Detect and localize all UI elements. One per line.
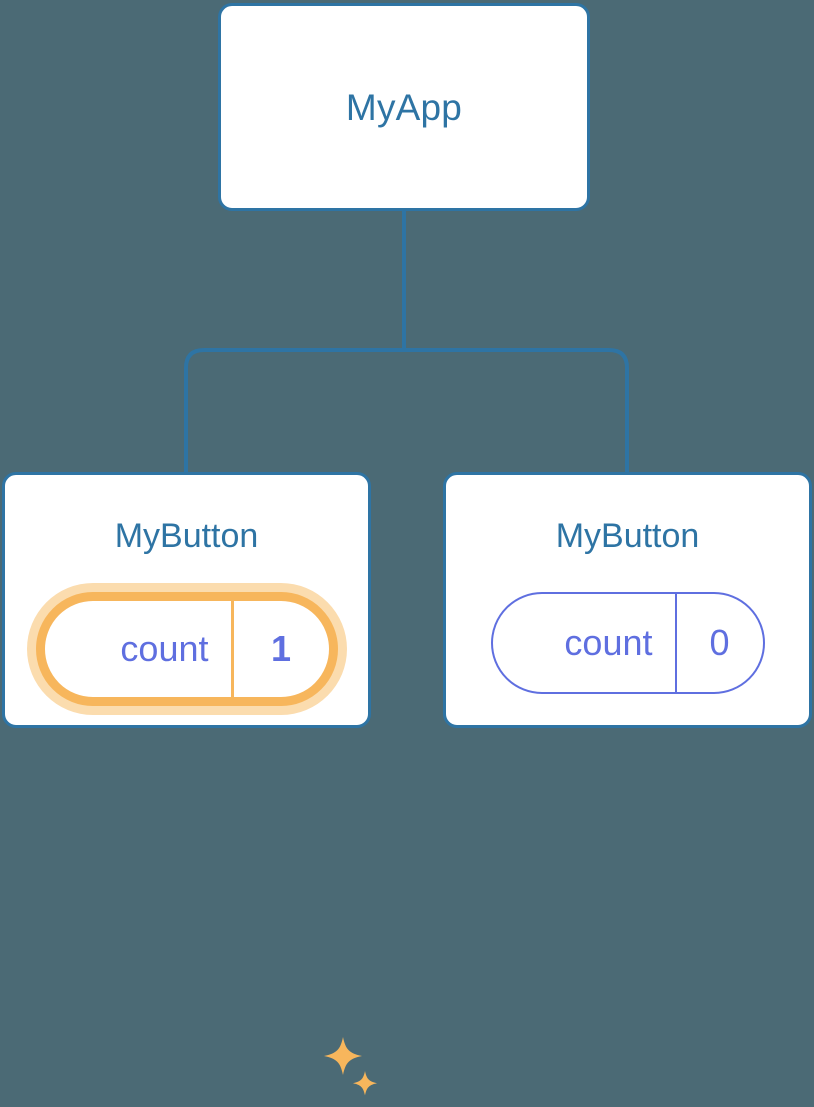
state-key-1: count (120, 628, 209, 669)
sparkle-icon-small (353, 1071, 377, 1096)
state-value-1: 1 (230, 601, 329, 697)
node-child-1-label: MyButton (114, 517, 259, 555)
state-pill-wrap-2: count 0 (446, 592, 809, 694)
node-child-mybutton-2[interactable]: MyButton count 0 (443, 472, 812, 728)
state-value-2: 0 (674, 594, 763, 692)
state-pill-2[interactable]: count 0 (490, 592, 765, 694)
sparkle-icon-large (324, 1037, 362, 1075)
node-root-myapp[interactable]: MyApp (218, 3, 590, 211)
connector-branch-bus (184, 348, 629, 480)
node-child-2-label: MyButton (555, 517, 700, 555)
state-key-2: count (564, 622, 653, 663)
state-pill-1[interactable]: count 1 (35, 592, 338, 706)
node-root-label: MyApp (345, 86, 463, 128)
component-tree-canvas: MyApp MyButton count 1 MyButton count 0 (2, 3, 812, 1096)
node-child-mybutton-1[interactable]: MyButton count 1 (2, 472, 377, 1096)
state-pill-wrap-1: count 1 (5, 592, 368, 706)
sparkle-icon-group (324, 1037, 377, 1096)
